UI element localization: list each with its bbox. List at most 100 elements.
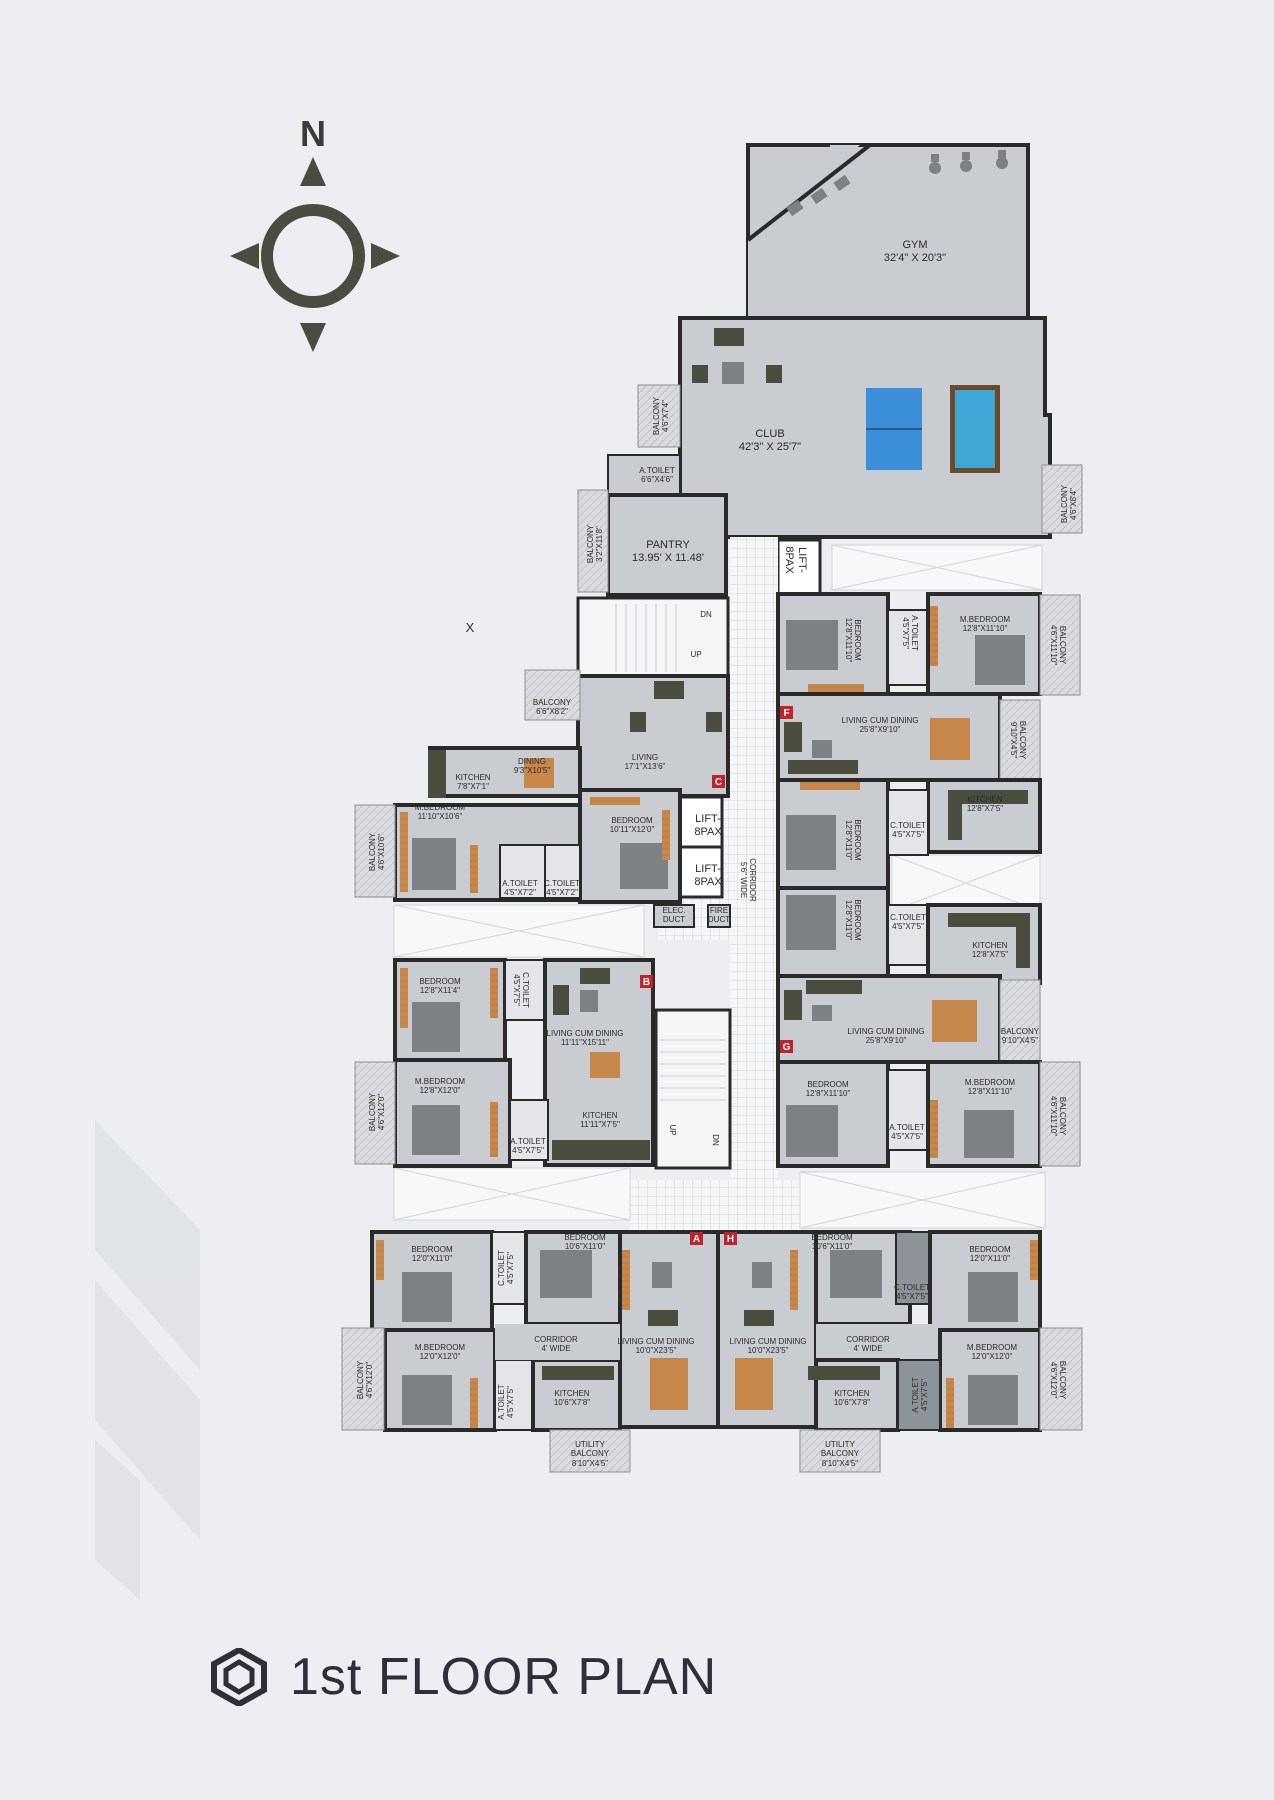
club-balcony-right (1041, 464, 1083, 534)
room-label-atoilet-a: A.TOILET4'5"X7'5" (497, 1384, 515, 1420)
room-label-up-top: UP (690, 650, 701, 659)
main-corridor (730, 537, 778, 1227)
compass-north-label: N (300, 113, 326, 154)
room-label-atoilet-h: A.TOILET4'5"X7'5" (911, 1377, 929, 1413)
room-label-corridor: CORRIDOR5'6" WIDE (739, 858, 757, 902)
watermark-logo (95, 1120, 200, 1600)
plan-title: 1st FLOOR PLAN (290, 1648, 718, 1706)
room-label-balcony-pantry: BALCONY3'2"X11'8" (586, 524, 604, 563)
fire-duct (707, 904, 731, 928)
room-label-balcony-club: BALCONY4'6"X7'4" (652, 396, 670, 435)
compass-south-arrow (300, 323, 326, 352)
room-label-util-h-size: 8'10"X4'5" (822, 1459, 858, 1468)
room-label-up-bot: UP (668, 1124, 677, 1135)
room-label-atoilet-f: A.TOILET4'5"X7'5" (901, 615, 919, 651)
unit-h (716, 1230, 1083, 1473)
club-balcony (637, 384, 681, 448)
lift-center-1 (678, 795, 724, 849)
room-label-ctoilet-a: C.TOILET4'5"X7'5" (497, 1250, 515, 1286)
brand-logo-icon (211, 1648, 267, 1706)
compass-east-arrow (371, 243, 400, 269)
unit-g (776, 886, 1081, 1168)
pantry-balcony (577, 489, 609, 593)
gym-equipment (786, 150, 1008, 217)
room-label-balcony-c2: BALCONY4'6"X10'6" (368, 832, 386, 871)
room-label-balcony-club-r: BALCONY4'6"X8'4" (1060, 484, 1078, 523)
unit-markers: A B C F G H (640, 706, 793, 1245)
room-label-balcony-g2: BALCONY4'6"X11'10" (1049, 1096, 1067, 1136)
elec-duct (653, 904, 695, 928)
room-label-util-a-size: 8'10"X4'5" (572, 1459, 608, 1468)
lift-center-2 (678, 845, 724, 899)
unit-marker-h: H (727, 1234, 734, 1245)
room-label-lift-top: LIFT-8PAX (783, 546, 808, 574)
compass-north-arrow (300, 157, 326, 186)
pantry-room (606, 493, 728, 597)
unit-b (354, 958, 655, 1168)
unit-marker-b: B (643, 977, 650, 988)
compass: N (230, 113, 400, 352)
room-label-lift-3: LIFT-8PAX (694, 863, 722, 888)
unit-marker-c: C (715, 777, 722, 788)
room-label-balcony-b: BALCONY4'6"X12'0" (368, 1092, 386, 1131)
room-label-balcony-f: BALCONY4'6"X11'10" (1049, 625, 1067, 665)
unit-marker-f: F (783, 708, 789, 719)
unit-marker-a: A (693, 1234, 700, 1245)
compass-ring (261, 204, 365, 308)
room-label-balcony-h: BALCONY4'6"X12'0" (1049, 1361, 1067, 1400)
room-label-ctoilet-b: C.TOILET4'5"X7'5" (512, 972, 530, 1008)
unit-c (354, 669, 730, 904)
club-sofas (692, 328, 782, 384)
room-label-lift-2: LIFT-8PAX (694, 813, 722, 838)
room-label-balcony-a: BALCONY4'6"X12'0" (356, 1360, 374, 1399)
stair-top (576, 596, 730, 678)
unit-marker-g: G (783, 1042, 791, 1053)
open-cutouts (393, 544, 1046, 1229)
marker-x: X (466, 620, 475, 635)
room-label-elec: ELEC.DUCT (662, 906, 685, 924)
plan-title-block: 1st FLOOR PLAN (210, 1642, 717, 1712)
room-label-bed-f2: BEDROOM12'8"X11'0" (844, 819, 862, 861)
